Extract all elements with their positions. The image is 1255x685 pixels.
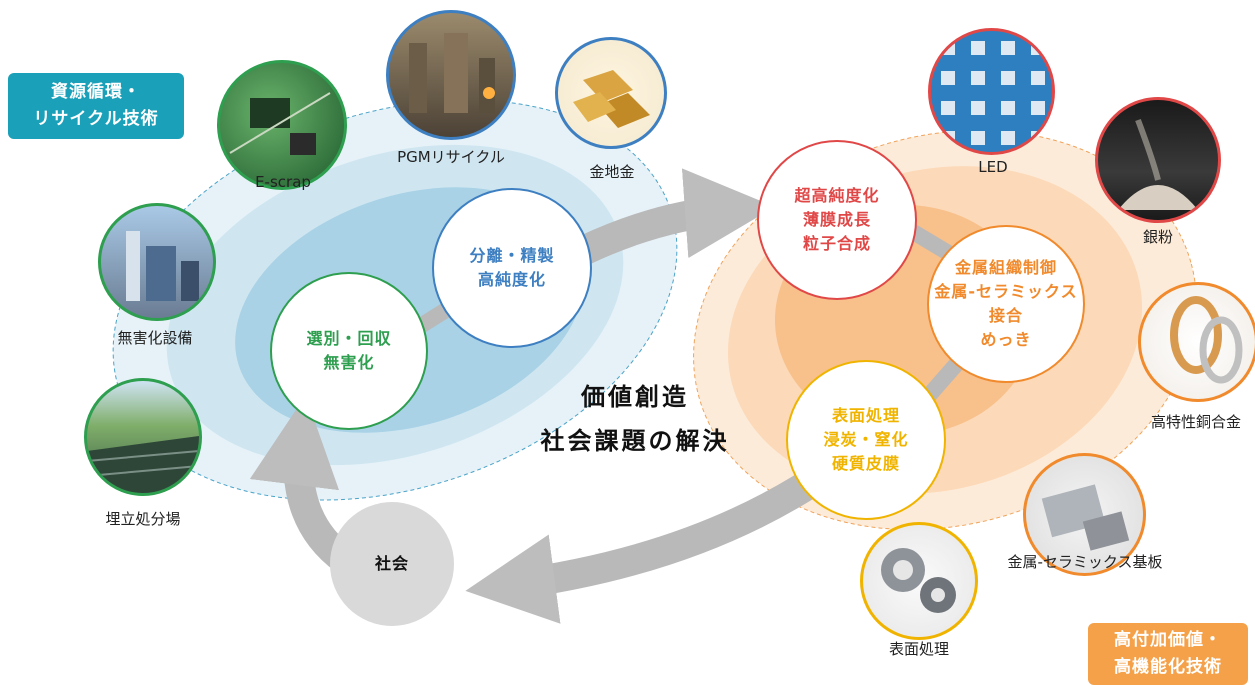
- surface-treatment-node: 表面処理浸炭・窒化硬質皮膜: [786, 360, 946, 520]
- copper-strip-icon: [1138, 282, 1255, 402]
- machined-parts-icon: [860, 522, 978, 640]
- arrow-to-high-value: [578, 168, 775, 264]
- sorting-node: 選別・回収無害化: [270, 272, 428, 430]
- metal-control-node: 金属組織制御金属-セラミックス接合めっき: [927, 225, 1085, 383]
- arrow-to-society: [465, 457, 839, 624]
- landfill-icon: [84, 378, 202, 496]
- silver-powder-icon: [1095, 97, 1221, 223]
- ultrapure-node: 超高純度化薄膜成長粒子合成: [757, 140, 917, 300]
- ceramic-substrate-icon: [1023, 453, 1146, 576]
- silver-powder-caption: 銀粉: [1142, 228, 1174, 246]
- detox-facility-caption: 無害化設備: [117, 329, 193, 347]
- e-scrap-caption: E-scrap: [255, 173, 311, 191]
- separation-node: 分離・精製高純度化: [432, 188, 592, 348]
- ceramic-substrate-caption: 金属-セラミックス基板: [1007, 553, 1163, 571]
- society-node: 社会: [330, 502, 454, 626]
- high-value-tech-badge: 高付加価値・高機能化技術: [1088, 623, 1248, 685]
- gold-bar-icon: [555, 37, 667, 149]
- circuit-board-icon: [217, 60, 347, 190]
- led-chip-icon: [928, 28, 1055, 155]
- recycling-tech-badge: 資源循環・リサイクル技術: [8, 73, 184, 139]
- gold-bullion-caption: 金地金: [589, 163, 635, 181]
- landfill-caption: 埋立処分場: [105, 510, 181, 528]
- diagram-canvas: 資源循環・リサイクル技術 高付加価値・高機能化技術 価値創造社会課題の解決 分離…: [8, 10, 1255, 685]
- pgm-recycle-caption: PGMリサイクル: [397, 148, 505, 166]
- industrial-facility-icon: [98, 203, 216, 321]
- copper-alloy-caption: 高特性銅合金: [1150, 413, 1242, 431]
- refinery-plant-icon: [386, 10, 516, 140]
- surface-treatment-caption: 表面処理: [888, 640, 950, 658]
- value-creation-title: 価値創造社会課題の解決: [540, 383, 730, 455]
- led-caption: LED: [978, 158, 1008, 176]
